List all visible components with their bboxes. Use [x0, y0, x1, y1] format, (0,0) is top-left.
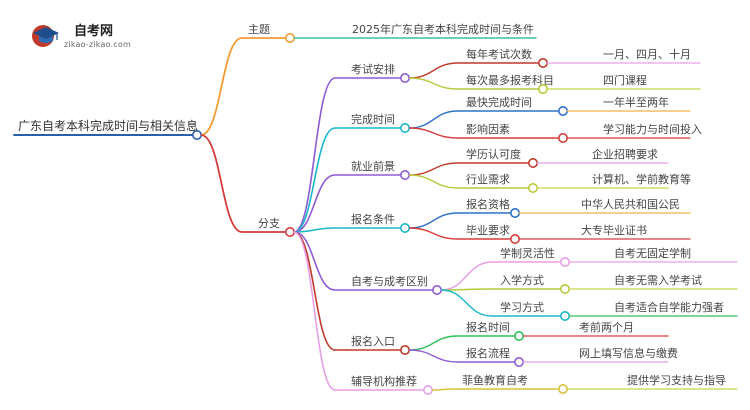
section-connector	[293, 77, 336, 233]
item-node	[509, 234, 520, 245]
item-label: 学习方式	[500, 300, 544, 314]
item-label: 报名时间	[466, 320, 510, 334]
item-value: 自考无固定学制	[614, 246, 691, 260]
branch-node	[284, 227, 295, 238]
section-connector	[293, 127, 336, 233]
item-connector	[408, 212, 459, 229]
item-value: 网上填写信息与缴费	[579, 346, 678, 360]
item-node	[527, 183, 538, 194]
topic-node	[284, 32, 295, 43]
item-value: 四门课程	[603, 73, 647, 87]
section-node	[422, 384, 433, 395]
item-connector	[408, 227, 459, 240]
section-node	[399, 344, 410, 355]
item-node	[559, 256, 570, 267]
root-node	[192, 130, 203, 141]
branch-connector	[200, 134, 243, 233]
item-value: 考前两个月	[579, 320, 634, 334]
item-node	[537, 84, 548, 95]
item-connector	[408, 110, 459, 129]
section-node	[399, 73, 410, 84]
item-connector	[408, 335, 459, 351]
item-node	[557, 106, 568, 117]
item-label: 影响因素	[466, 123, 510, 136]
item-value: 提供学习支持与指导	[627, 373, 726, 387]
section-connector	[293, 231, 336, 391]
section-label: 就业前景	[351, 159, 395, 173]
item-connector	[440, 261, 493, 291]
section-label: 报名入口	[351, 334, 395, 348]
item-node	[559, 283, 570, 294]
item-label: 最快完成时间	[466, 95, 532, 109]
logo-title: 自考网	[74, 24, 114, 39]
item-value: 自考无需入学考试	[614, 273, 702, 287]
item-connector	[408, 77, 459, 90]
item-node	[509, 208, 520, 219]
section-label: 报名条件	[351, 212, 395, 226]
section-label: 自考与成考区别	[351, 275, 428, 288]
section-connector	[293, 231, 336, 291]
section-label: 完成时间	[351, 112, 395, 126]
item-value: 中华人民共和国公民	[581, 197, 680, 211]
topic-connector	[200, 37, 243, 136]
section-label: 辅导机构推荐	[351, 374, 417, 388]
item-value: 大专毕业证书	[581, 223, 647, 237]
item-label: 菲鱼教育自考	[462, 373, 528, 387]
root-label: 广东自考本科完成时间与相关信息	[18, 118, 198, 133]
item-value: 计算机、学前教育等	[592, 172, 691, 186]
section-node	[399, 170, 410, 181]
section-node	[431, 284, 442, 295]
item-node	[559, 310, 570, 321]
item-connector	[408, 174, 459, 189]
item-label: 毕业要求	[466, 224, 510, 237]
topic-label: 主题	[248, 23, 270, 36]
item-label: 学历认可度	[466, 147, 521, 161]
item-value: 一月、四月、十月	[603, 47, 691, 61]
item-node	[557, 383, 568, 394]
item-connector	[440, 289, 493, 317]
topic-value: 2025年广东自考本科完成时间与条件	[352, 22, 534, 36]
item-label: 报名资格	[466, 197, 510, 211]
item-value: 一年半至两年	[603, 95, 669, 109]
item-node	[513, 330, 524, 341]
site-logo[interactable]: 自考网 zikao-zikao.com	[30, 18, 140, 52]
item-connector	[408, 162, 459, 176]
item-node	[513, 356, 524, 367]
item-label: 每年考试次数	[466, 47, 532, 61]
item-label: 学制灵活性	[500, 246, 555, 260]
section-connector	[293, 174, 336, 233]
item-connector	[431, 388, 455, 391]
item-node	[527, 158, 538, 169]
item-value: 自考适合自学能力强者	[614, 300, 724, 314]
section-label: 考试安排	[351, 62, 395, 76]
item-node	[557, 133, 568, 144]
section-node	[399, 223, 410, 234]
item-connector	[408, 349, 459, 363]
logo-url: zikao-zikao.com	[64, 40, 131, 49]
item-value: 学习能力与时间投入	[603, 122, 702, 136]
item-label: 入学方式	[500, 273, 544, 287]
item-label: 行业需求	[466, 173, 510, 186]
item-label: 报名流程	[466, 346, 510, 360]
section-connector	[293, 231, 336, 351]
graduation-cap-icon	[32, 25, 59, 47]
section-connector	[293, 227, 336, 233]
item-connector	[408, 62, 459, 79]
item-node	[537, 57, 548, 68]
item-value: 企业招聘要求	[592, 147, 658, 161]
section-node	[399, 123, 410, 134]
item-label: 每次最多报考科目	[466, 73, 554, 87]
branch-label: 分支	[258, 217, 280, 230]
item-connector	[408, 127, 459, 139]
